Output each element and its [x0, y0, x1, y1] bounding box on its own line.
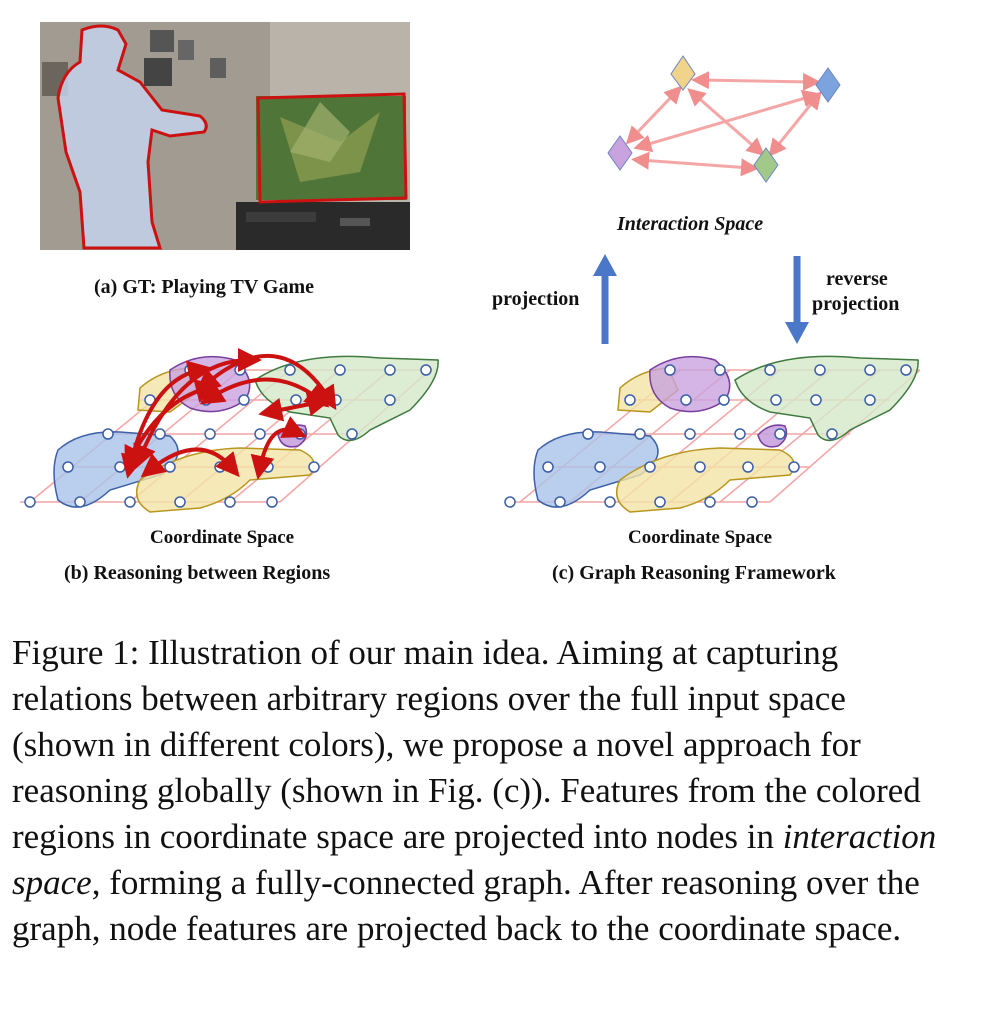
- panel-b-space-label: Coordinate Space: [150, 527, 295, 548]
- interaction-space-graph: [607, 55, 841, 183]
- panel-c-label: (c) Graph Reasoning Framework: [552, 562, 836, 584]
- reasoning-between-regions-diagram: [20, 348, 439, 513]
- panel-a-label: (a) GT: Playing TV Game: [94, 276, 314, 298]
- panel-b-label: (b) Reasoning between Regions: [64, 562, 331, 584]
- graph-reasoning-coordinate-diagram: [504, 355, 921, 513]
- reverse-projection-arrow-down: [785, 256, 809, 344]
- figure-caption: Figure 1: Illustration of our main idea.…: [12, 630, 942, 952]
- projection-arrow-up: [593, 254, 617, 344]
- caption-text-2: , forming a fully-connected graph. After…: [12, 863, 920, 948]
- caption-italic: interaction space: [12, 817, 937, 902]
- reverse-label-line1: reverse: [826, 268, 888, 290]
- caption-text-1: Figure 1: Illustration of our main idea.…: [12, 633, 921, 856]
- interaction-space-label: Interaction Space: [616, 213, 763, 235]
- panel-c-space-label: Coordinate Space: [628, 527, 773, 548]
- photo-playing-tv-game: [40, 22, 410, 250]
- projection-label: projection: [492, 288, 580, 310]
- interaction-space-label-svg: Interaction Space: [616, 213, 763, 235]
- reverse-label-line2: projection: [812, 293, 900, 315]
